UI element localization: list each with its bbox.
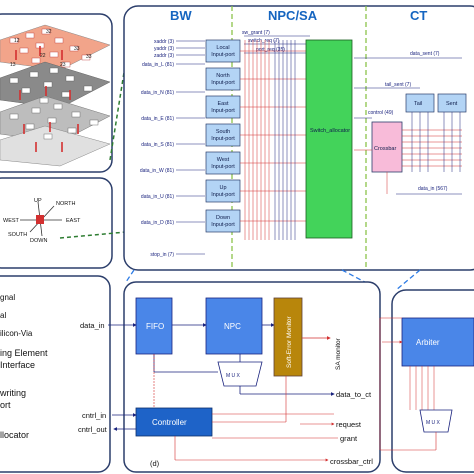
crossbar-label: Crossbar: [374, 146, 396, 152]
compass-up: UP: [34, 198, 42, 204]
output-sa-monitor: SA monitor: [335, 337, 342, 370]
signal-data-in-567: data_in (567): [418, 186, 448, 192]
arbiter-mux-label: M U X: [426, 420, 441, 426]
mux-label: M U X: [226, 373, 241, 379]
input-port-block: [205, 179, 241, 203]
left-signal-label: data_in_U (81): [141, 194, 174, 200]
compass-west: WEST: [3, 218, 20, 224]
sent-label: Sent: [446, 101, 458, 107]
compass-down: DOWN: [30, 238, 47, 244]
legend-panel: gnal al ilicon-Via ing Element Interface…: [0, 275, 111, 473]
left-signal-label: data_in_E (81): [141, 116, 174, 122]
legend-item: ilicon-Via: [0, 329, 33, 338]
mesh-node-label: 22: [40, 53, 46, 59]
tail-label: Tail: [414, 101, 422, 107]
stage-header-bw: BW: [170, 8, 192, 23]
mesh-node-label: 32: [46, 29, 52, 35]
compass-east: EAST: [66, 218, 81, 224]
npc-block: [205, 297, 263, 355]
legend-item: Interface: [0, 360, 35, 370]
mesh-layer-2: [0, 61, 111, 109]
input-cntrl-out: cntrl_out: [78, 425, 108, 434]
router-panel: BW NPC/SA CT sw_grant (7) switch_req (7)…: [123, 5, 474, 271]
input-port-name: Up: [219, 185, 226, 191]
mesh-node-label: 33: [74, 46, 80, 52]
input-port-name: South: [216, 129, 230, 135]
signal-control: control (49): [368, 110, 394, 116]
soft-error-monitor-block: [273, 297, 303, 377]
input-port-name: Down: [216, 215, 230, 221]
arbiter-detail-panel: Arbiter M U X: [379, 289, 474, 473]
signal-data-sent: data_sent (7): [410, 51, 440, 57]
legend-item: writing: [0, 388, 26, 398]
input-port-detail-panel: data_in FIFO NPC Soft-Error Monitor SA m…: [78, 281, 381, 473]
input-port-block: [205, 95, 241, 119]
input-port-type: Input-port: [211, 192, 235, 198]
input-data-in: data_in: [80, 321, 105, 330]
input-port-block: [205, 123, 241, 147]
arbiter-label: Arbiter: [416, 338, 440, 347]
stage-header-ct: CT: [410, 8, 427, 23]
crossbar-block: [371, 121, 403, 173]
input-port-type: Input-port: [211, 222, 235, 228]
left-signal-label: stop_in (7): [150, 252, 174, 258]
left-signal-label: data_in_W (81): [140, 168, 175, 174]
signal-tail-sent: tail_sent (7): [385, 82, 411, 88]
mesh-node-label: 33: [86, 54, 92, 60]
soft-error-monitor-label: Soft-Error Monitor: [286, 316, 293, 368]
output-request: request: [336, 420, 362, 429]
output-grant: grant: [340, 434, 358, 443]
left-signal-label: xaddr (3): [154, 39, 174, 45]
left-signal-label: data_in_N (81): [141, 90, 174, 96]
legend-item: ing Element: [0, 348, 48, 358]
input-port-name: North: [216, 73, 229, 79]
left-signal-label: zaddr (3): [154, 53, 174, 59]
input-port-block: [205, 151, 241, 175]
left-signal-label: data_in_S (81): [141, 142, 174, 148]
input-cntrl-in: cntrl_in: [82, 411, 106, 420]
left-signal-label: yaddr (3): [154, 46, 174, 52]
controller-block: [135, 407, 213, 437]
compass-north: NORTH: [56, 201, 75, 207]
input-port-type: Input-port: [211, 164, 235, 170]
fifo-label: FIFO: [146, 322, 164, 331]
legend-item: gnal: [0, 293, 15, 302]
input-port-type: Input-port: [211, 52, 235, 58]
legend-item: al: [0, 311, 6, 320]
input-port-name: Local: [216, 45, 229, 51]
stage-header-npc-sa: NPC/SA: [268, 8, 318, 23]
input-port-name: East: [217, 101, 228, 107]
mesh-node-label: 23: [60, 62, 66, 68]
input-port-name: West: [217, 157, 230, 163]
output-crossbar-ctrl: crossbar_ctrl: [330, 457, 373, 466]
switch-allocator-label: Switch_allocator: [310, 128, 350, 134]
compass-panel: UP NORTH WEST EAST SOUTH DOWN: [0, 177, 113, 269]
npc-label: NPC: [224, 322, 241, 331]
left-signal-label: data_in_L (81): [142, 62, 174, 68]
compass-south: SOUTH: [8, 232, 27, 238]
signal-sw-grant: sw_grant (7): [242, 30, 270, 36]
switch-allocator-block: [305, 39, 353, 239]
signal-switch-req: switch_req (7): [248, 38, 280, 44]
mesh-node-label: 13: [10, 62, 16, 68]
input-port-type: Input-port: [211, 80, 235, 86]
mesh-layer-4: [0, 125, 111, 167]
mux-block: [217, 361, 263, 387]
input-port-block: [205, 67, 241, 91]
input-port-block: [205, 39, 241, 63]
mesh-3d-panel: 12 32 33 13 33 22 23: [0, 13, 113, 173]
legend-item: llocator: [0, 430, 29, 440]
input-port-block: [205, 209, 241, 233]
arbiter-mux-block: [419, 409, 453, 433]
input-port-type: Input-port: [211, 136, 235, 142]
controller-label: Controller: [152, 418, 187, 427]
output-data-to-ct: data_to_ct: [336, 390, 372, 399]
left-signal-label: data_in_D (81): [141, 220, 174, 226]
input-port-type: Input-port: [211, 108, 235, 114]
legend-item: ort: [0, 400, 11, 410]
mesh-node-label: 12: [14, 38, 20, 44]
panel-d-caption: (d): [150, 459, 160, 468]
signal-port-req: port_req (35): [256, 47, 285, 53]
